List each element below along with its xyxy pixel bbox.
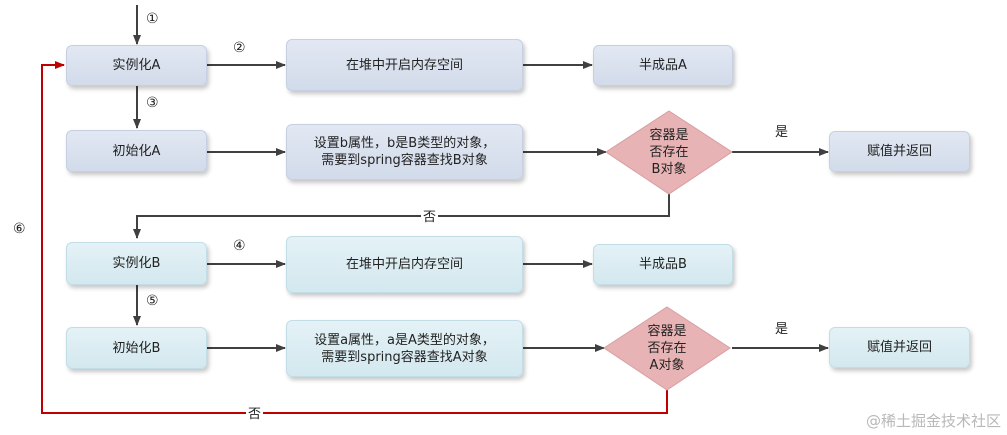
- edge-decisionA-no: [133, 194, 670, 239]
- node-init-a-text: 初始化A: [112, 143, 161, 159]
- node-assign-a: 赋值并返回: [829, 131, 970, 172]
- node-instantiate-b-text: 实例化B: [112, 256, 161, 271]
- node-setprop-b-text: 设置a属性，a是A类型的对象， 需要到spring容器查找A对象: [314, 332, 495, 365]
- node-instantiate-a: 实例化A: [66, 45, 207, 86]
- edge-decisionB-no-loop: [41, 61, 668, 414]
- edge-label-yes-a: 是: [775, 125, 789, 140]
- node-init-b: 初始化B: [66, 327, 207, 369]
- decision-b-text: 容器是 否存在 A对象: [647, 324, 687, 373]
- step-marker-3: ③: [146, 95, 159, 111]
- node-half-a: 半成品A: [593, 45, 733, 86]
- decision-diamond-b: [603, 306, 731, 391]
- node-half-a-text: 半成品A: [639, 58, 687, 73]
- node-assign-a-text: 赋值并返回: [866, 144, 932, 159]
- node-init-a: 初始化A: [66, 130, 207, 172]
- step-marker-5: ⑤: [146, 293, 159, 309]
- node-half-b-text: 半成品B: [639, 257, 687, 272]
- node-assign-b: 赋值并返回: [829, 327, 970, 368]
- edge-label-no-b: 否: [246, 403, 264, 422]
- node-alloc-a-text: 在堆中开启内存空间: [345, 57, 463, 73]
- step-marker-1: ①: [146, 11, 159, 27]
- step-marker-6: ⑥: [13, 221, 26, 237]
- node-instantiate-b: 实例化B: [66, 242, 207, 285]
- decision-diamond-a: [605, 110, 733, 195]
- node-alloc-b-text: 在堆中开启内存空间: [345, 257, 463, 272]
- node-assign-b-text: 赋值并返回: [866, 340, 932, 355]
- edge-label-no-a: 否: [421, 206, 439, 225]
- node-setprop-a: 设置b属性，b是B类型的对象， 需要到spring容器查找B对象: [286, 124, 523, 180]
- node-init-b-text: 初始化B: [112, 340, 161, 356]
- node-instantiate-a-text: 实例化A: [112, 58, 161, 73]
- node-half-b: 半成品B: [593, 244, 733, 285]
- node-setprop-a-text: 设置b属性，b是B类型的对象， 需要到spring容器查找B对象: [313, 136, 496, 168]
- watermark: @稀土掘金技术社区: [865, 412, 1001, 430]
- step-marker-4: ④: [233, 238, 246, 254]
- step-marker-2: ②: [233, 40, 246, 56]
- node-setprop-b: 设置a属性，a是A类型的对象， 需要到spring容器查找A对象: [286, 320, 523, 377]
- node-alloc-a: 在堆中开启内存空间: [286, 39, 523, 91]
- edge-label-yes-b: 是: [775, 322, 789, 337]
- decision-a-text: 容器是 否存在 B对象: [649, 128, 689, 177]
- node-alloc-b: 在堆中开启内存空间: [286, 236, 523, 293]
